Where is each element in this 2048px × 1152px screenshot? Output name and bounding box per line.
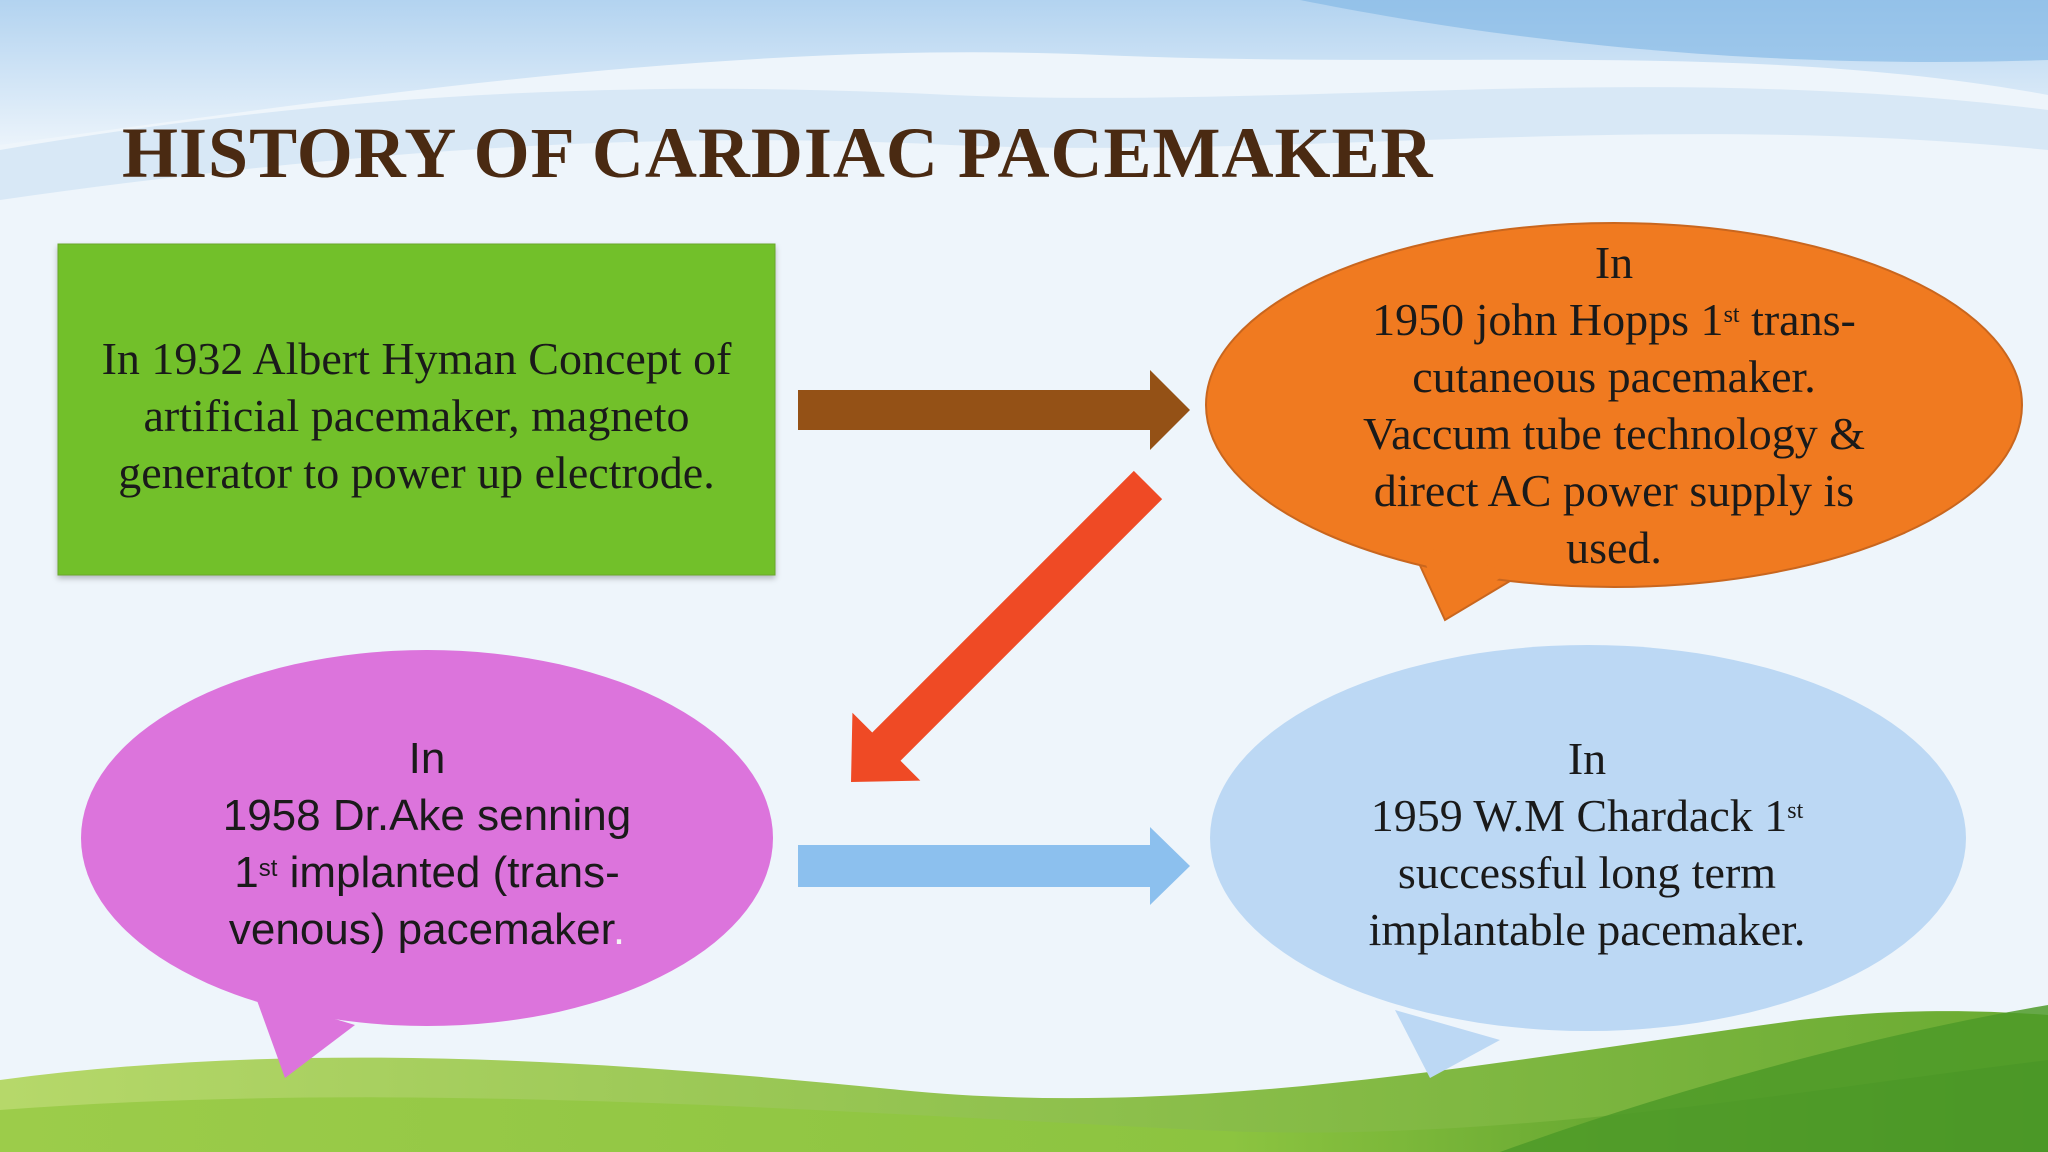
bubble-1950: [1205, 222, 2023, 622]
text-1959-line-2: 1959 W.M Chardack 1st: [1237, 787, 1937, 844]
text-1958-line-1: In: [408, 734, 446, 783]
text-1959-line-2-pre: 1959 W.M Chardack 1: [1370, 790, 1788, 841]
text-1950-line-5: direct AC power supply is: [1373, 465, 1855, 516]
text-1959-line-1: In: [1567, 733, 1607, 784]
text-1958-line-3: 1st implanted (trans-: [77, 844, 777, 901]
arrow-1958-to-1959: [798, 827, 1190, 905]
bubble-1958: [81, 650, 773, 1078]
bubble-1959-tail: [1395, 1010, 1500, 1078]
text-1958-line-4: venous) pacemaker.: [77, 901, 777, 958]
text-1958-line-3-pre: 1: [234, 848, 259, 897]
bubble-1959: [1210, 645, 1966, 1078]
text-1932-line-3: generator to power up electrode.: [118, 447, 715, 498]
bubble-1959-ellipse: [1210, 645, 1966, 1031]
box-1932: [57, 243, 776, 576]
hill-front: [0, 1060, 2048, 1152]
text-1950: In 1950 john Hopps 1st trans- cutaneous …: [1264, 234, 1964, 576]
text-1958-line-4-dot: .: [612, 905, 626, 954]
text-1932: In 1932 Albert Hyman Concept of artifici…: [58, 330, 775, 501]
arrow-1950-to-1958: [851, 470, 1163, 782]
text-1958-line-4-main: venous) pacemaker: [228, 905, 613, 954]
bubble-1958-ellipse: [81, 650, 773, 1026]
hill-right: [1500, 1005, 2048, 1152]
arrow-1932-to-1950: [798, 370, 1190, 450]
text-1959-line-2-sup: st: [1787, 798, 1804, 824]
text-1950-line-1: In: [1594, 237, 1634, 288]
text-1958: In 1958 Dr.Ake senning 1st implanted (tr…: [77, 730, 777, 958]
text-1950-line-2: 1950 john Hopps 1st trans-: [1264, 291, 1964, 348]
text-1950-line-3: cutaneous pacemaker.: [1412, 351, 1816, 402]
text-1950-line-4: Vaccum tube technology &: [1362, 408, 1866, 459]
text-1950-line-2-post: trans-: [1739, 294, 1856, 345]
sky-wave-2: [1300, 0, 2048, 62]
text-1932-line-2: artificial pacemaker, magneto: [143, 390, 690, 441]
text-1950-line-2-sup: st: [1723, 302, 1740, 328]
bubble-1950-ellipse: [1205, 222, 2023, 588]
text-1959: In 1959 W.M Chardack 1st successful long…: [1237, 730, 1937, 958]
slide-title: HISTORY OF CARDIAC PACEMAKER: [122, 113, 1434, 193]
text-1959-line-4: implantable pacemaker.: [1368, 904, 1806, 955]
text-1950-line-6: used.: [1566, 522, 1662, 573]
text-1959-line-3: successful long term: [1397, 847, 1777, 898]
text-1958-line-3-post: implanted (trans-: [277, 848, 620, 897]
text-1958-line-3-sup: st: [258, 855, 278, 882]
text-1958-line-2: 1958 Dr.Ake senning: [222, 791, 632, 840]
text-1950-line-2-pre: 1950 john Hopps 1: [1372, 294, 1724, 345]
sky-wave-1: [0, 87, 2048, 200]
bubble-1958-tail: [255, 995, 355, 1078]
text-1932-line-1: In 1932 Albert Hyman Concept of: [101, 333, 732, 384]
bubble-1950-tail-fill: [1418, 545, 1510, 612]
